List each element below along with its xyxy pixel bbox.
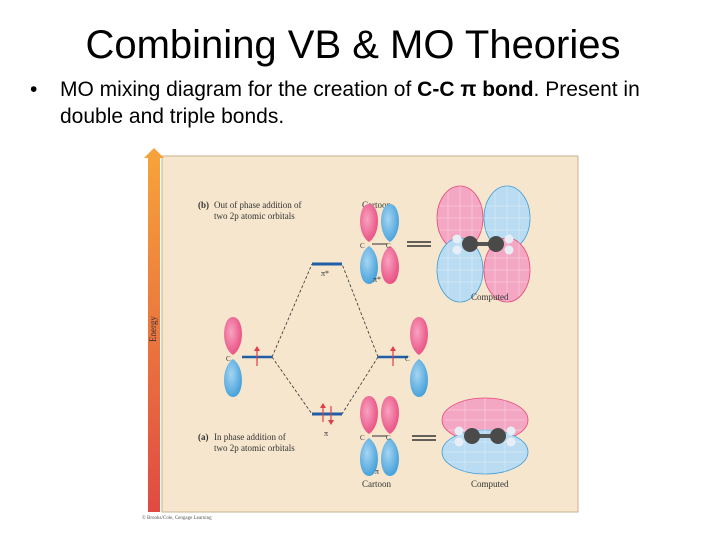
panel-b-tag: (b) xyxy=(198,200,209,210)
bullet-marker: • xyxy=(30,78,38,101)
bullet-text: MO mixing diagram for the creation of C-… xyxy=(60,76,700,130)
bonding-computed-orbital xyxy=(441,397,529,475)
panel-a-caption-2: two 2p atomic orbitals xyxy=(214,443,295,453)
left-p-orbital: C xyxy=(224,317,272,397)
atom-label: C xyxy=(405,355,410,363)
bonding-cartoon: C C π xyxy=(360,396,399,476)
bonding-cartoon-symbol: π xyxy=(375,467,379,476)
bullet-text-end: . Present in double and triple bonds. xyxy=(60,78,640,128)
panel-a-tag: (a) xyxy=(198,432,209,442)
equals-sign xyxy=(407,241,431,247)
antibonding-level: π* xyxy=(312,262,342,278)
panel-b-computed-label: Computed xyxy=(471,292,509,302)
antibonding-level-symbol: π* xyxy=(321,269,329,278)
panel-a-computed-label: Computed xyxy=(471,479,509,489)
antibonding-cartoon: C C π* xyxy=(360,204,399,284)
antibonding-cartoon-symbol: π* xyxy=(373,275,381,284)
energy-axis: Energy xyxy=(144,148,164,512)
bonding-level-symbol: π xyxy=(324,429,328,438)
bullet-text-start: MO mixing diagram for the creation of xyxy=(60,78,418,101)
panel-b-caption-1: Out of phase addition of xyxy=(214,200,301,210)
correlation-lines xyxy=(271,263,379,415)
slide-title: Combining VB & MO Theories xyxy=(85,23,621,67)
right-p-orbital: C xyxy=(378,317,428,397)
atom-label: C xyxy=(226,355,231,363)
panel-a-caption-1: In phase addition of xyxy=(214,432,286,442)
atom-label: C xyxy=(386,434,391,442)
atom-label: C xyxy=(360,434,365,442)
energy-axis-label: Energy xyxy=(148,316,158,342)
mo-diagram-figure: Energy (b) Out of phase addition of two … xyxy=(142,148,579,521)
panel-b-cartoon-label: Cartoon xyxy=(362,200,391,210)
antibonding-computed-orbital xyxy=(436,185,531,303)
bullet-text-bold: C-C π bond xyxy=(417,78,534,101)
bonding-level: π xyxy=(312,403,342,438)
atom-label: C xyxy=(360,242,365,250)
panel-b-caption-2: two 2p atomic orbitals xyxy=(214,211,295,221)
panel-a-cartoon-label: Cartoon xyxy=(362,479,391,489)
credit-line: © Brooks/Cole, Cengage Learning xyxy=(142,515,212,521)
atom-label: C xyxy=(386,242,391,250)
equals-sign xyxy=(412,435,436,441)
